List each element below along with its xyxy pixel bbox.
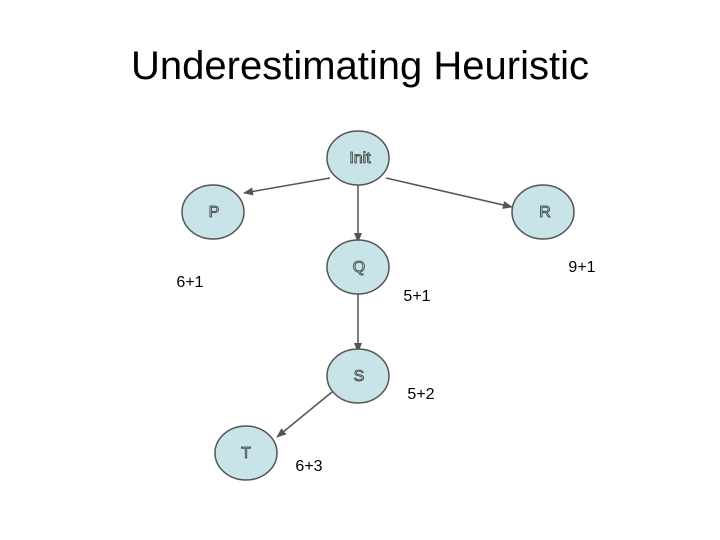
edge-init-p xyxy=(243,177,331,196)
node-init[interactable]: Init xyxy=(326,130,390,186)
cost-label-p: 6+1 xyxy=(176,274,203,291)
node-q-label: Q xyxy=(353,259,365,276)
node-s[interactable]: S xyxy=(326,348,390,404)
node-t[interactable]: T xyxy=(214,425,278,481)
node-p[interactable]: P xyxy=(181,184,245,240)
slide-title: Underestimating Heuristic xyxy=(131,44,589,88)
cost-label-t: 6+3 xyxy=(295,458,322,475)
edge-s-t xyxy=(276,391,333,438)
node-t-label: T xyxy=(241,445,251,462)
node-s-label: S xyxy=(354,368,365,385)
node-q[interactable]: Q xyxy=(326,239,390,295)
edge-init-r xyxy=(385,177,513,209)
edges xyxy=(243,177,513,438)
node-r[interactable]: R xyxy=(511,184,575,240)
cost-label-q: 5+1 xyxy=(403,288,430,305)
node-r-label: R xyxy=(539,204,551,221)
cost-label-r: 9+1 xyxy=(568,259,595,276)
cost-label-s: 5+2 xyxy=(407,386,434,403)
node-init-label: Init xyxy=(349,150,371,167)
node-p-label: P xyxy=(209,204,220,221)
